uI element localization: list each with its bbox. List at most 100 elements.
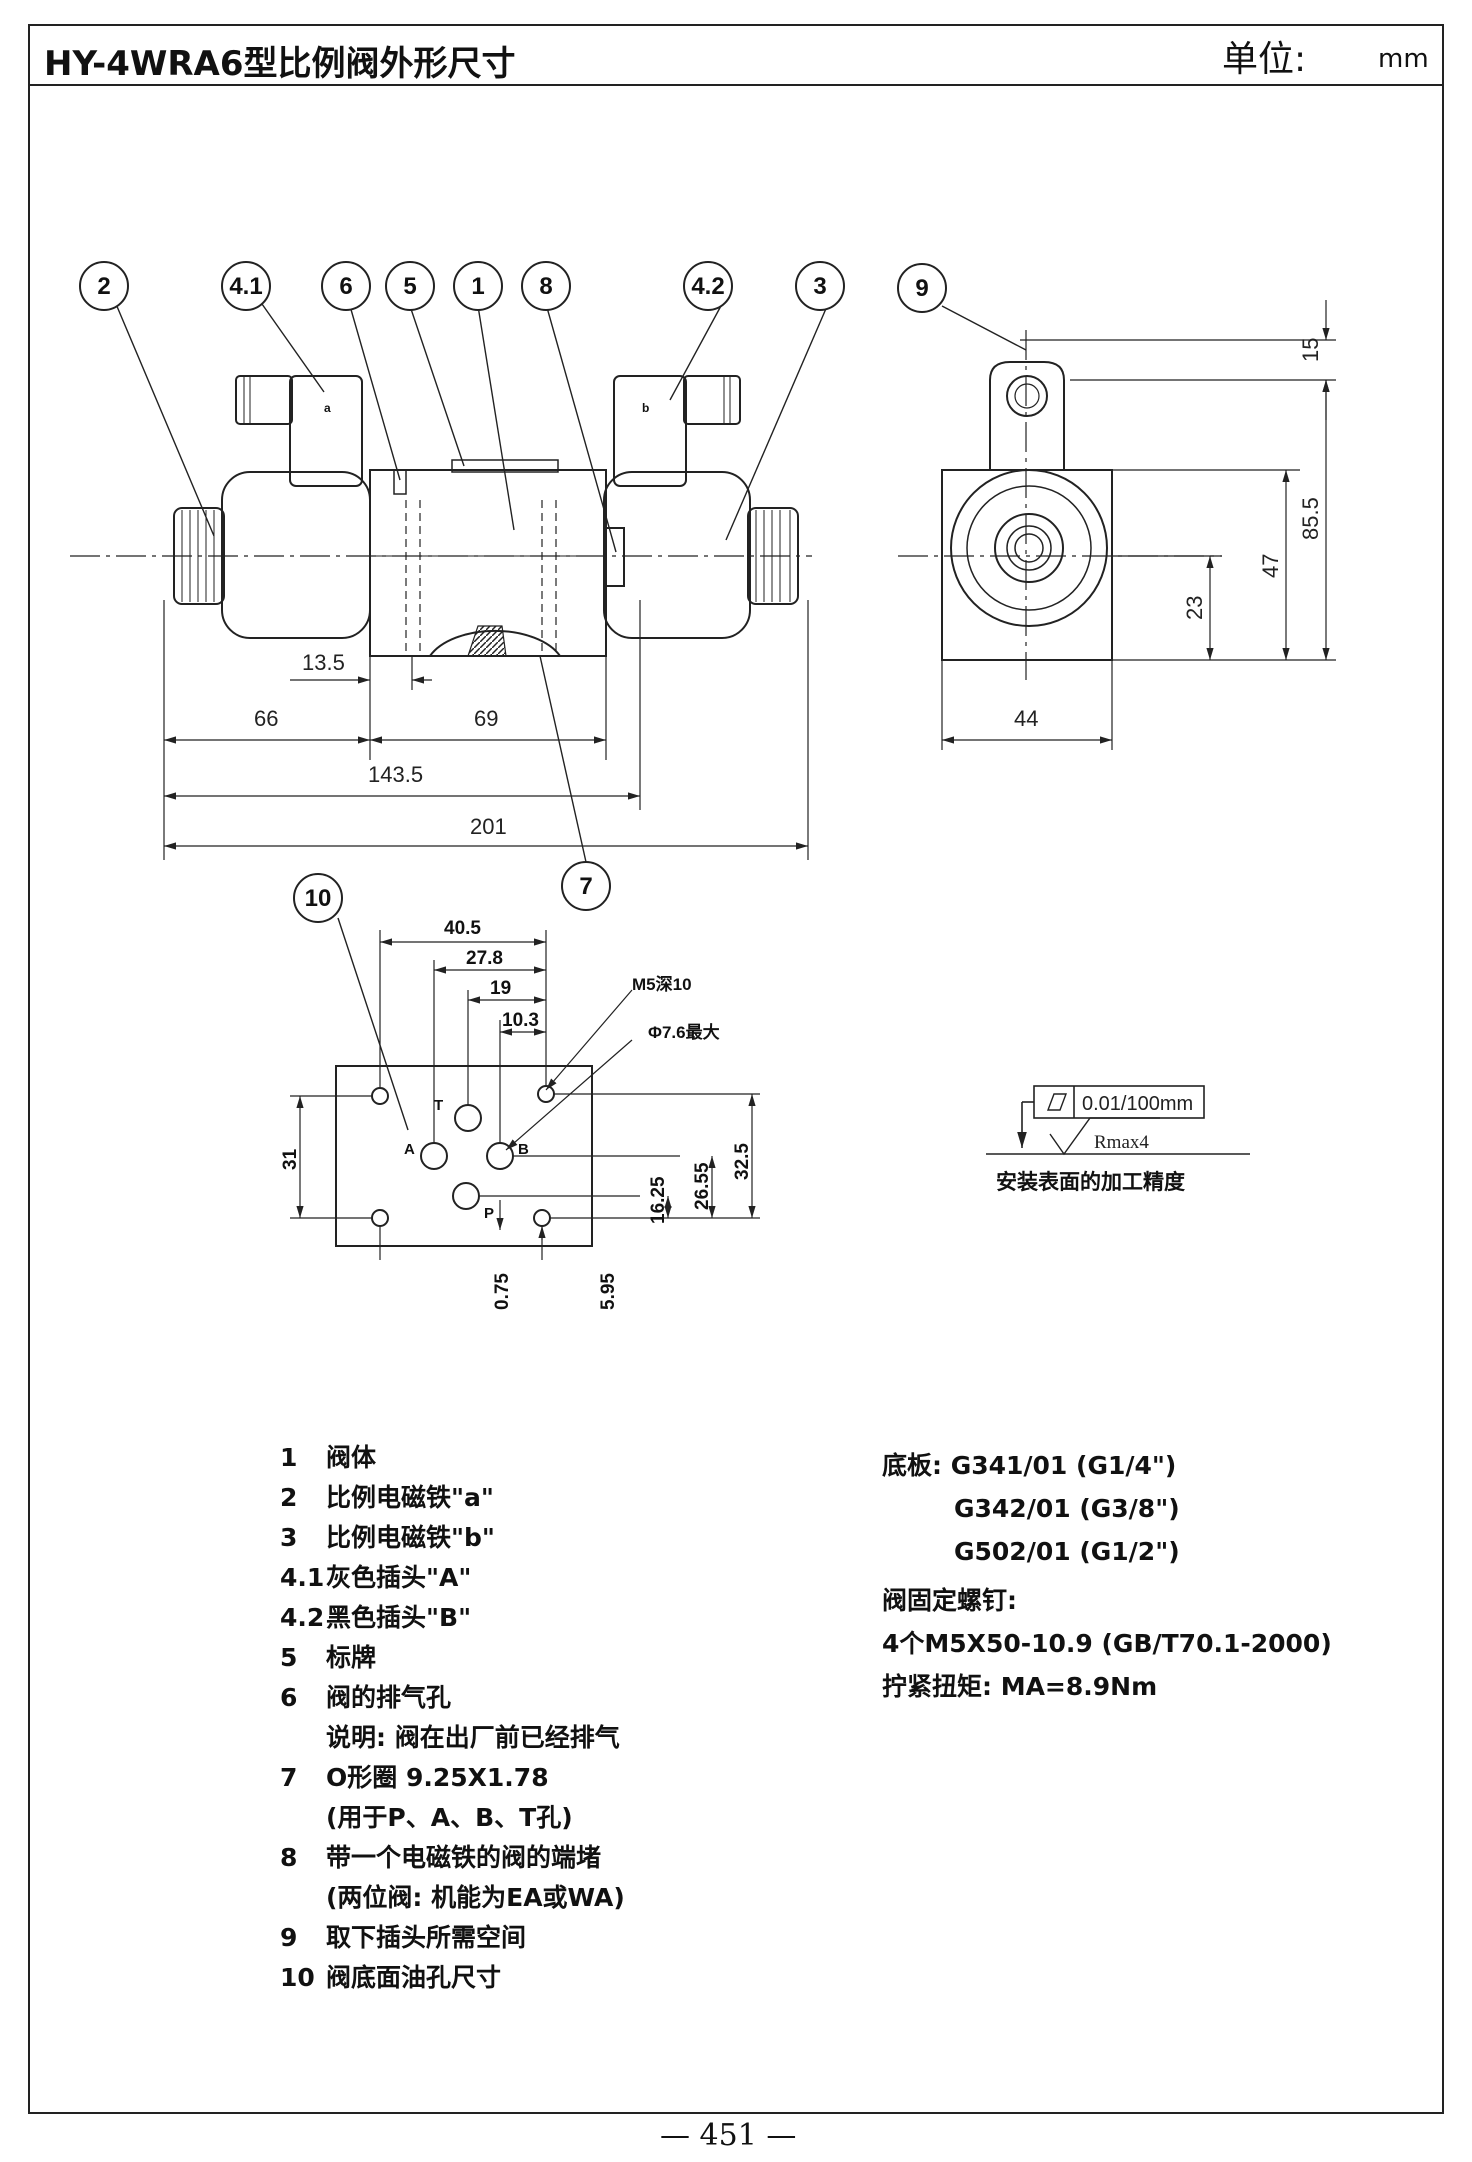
- dim-15: 15: [1298, 338, 1323, 362]
- svg-text:1: 1: [471, 273, 484, 300]
- dim-13-5: 13.5: [302, 650, 345, 675]
- port-p-hole: [452, 1182, 480, 1210]
- m5-note: M5深10: [632, 974, 692, 994]
- base-plate-line-3: G502/01 (G1/2"): [954, 1537, 1180, 1566]
- port-p-label: P: [484, 1205, 494, 1222]
- svg-text:10: 10: [305, 885, 332, 912]
- flatness-value: 0.01/100mm: [1082, 1093, 1193, 1115]
- dim-31: 31: [280, 1148, 301, 1170]
- dim-85-5: 85.5: [1298, 497, 1323, 540]
- end-plug: [605, 527, 625, 587]
- balloon-2: 2: [79, 261, 129, 311]
- legend-row: (用于P、A、B、T孔): [326, 1803, 573, 1832]
- legend-row: 说明: 阀在出厂前已经排气: [326, 1723, 620, 1752]
- port-t-label: T: [434, 1097, 443, 1114]
- side-view-dimensions: 15 85.5 47 23 44: [1014, 338, 1323, 731]
- screws-label: 阀固定螺钉:: [882, 1586, 1017, 1615]
- dim-44: 44: [1014, 706, 1038, 731]
- vent-plug: [393, 469, 407, 495]
- bolt-hole-tr: [537, 1085, 555, 1103]
- unit-label: 单位:: [1222, 39, 1307, 80]
- balloon-3: 3: [795, 261, 845, 311]
- left-manual-override-nut: [173, 507, 225, 605]
- port-t-hole: [454, 1104, 482, 1132]
- svg-text:9: 9: [915, 275, 928, 302]
- svg-text:2: 2: [97, 273, 110, 300]
- dim-143-5: 143.5: [368, 762, 423, 787]
- tightening-torque: 拧紧扭矩: MA=8.9Nm: [882, 1672, 1158, 1701]
- balloon-1: 1: [453, 261, 503, 311]
- svg-text:5: 5: [403, 273, 416, 300]
- mounting-pattern: [290, 930, 760, 1260]
- dim-40-5: 40.5: [444, 918, 481, 939]
- coil-outer: [950, 469, 1108, 627]
- solenoid-b-mark: b: [642, 401, 649, 415]
- connector-a: [235, 375, 363, 487]
- dim-19: 19: [490, 978, 511, 999]
- dim-23: 23: [1182, 596, 1207, 620]
- right-manual-override-nut: [747, 507, 799, 605]
- port-a-hole: [420, 1142, 448, 1170]
- front-view: [70, 375, 812, 860]
- mounting-dimensions: 40.5 27.8 19 10.3 M5深10 Φ7.6最大 31 32.5 2…: [280, 918, 753, 1310]
- screws-spec: 4个M5X50-10.9 (GB/T70.1-2000): [882, 1629, 1332, 1658]
- base-plate-line-1: 底板: G341/01 (G1/4"): [882, 1451, 1177, 1480]
- solenoid-a-mark: a: [324, 401, 331, 415]
- balloon-9: 9: [897, 263, 947, 313]
- page-title: HY-4WRA6型比例阀外形尺寸: [44, 44, 516, 84]
- balloon-4-2: 4.2: [683, 261, 733, 311]
- svg-text:3: 3: [813, 273, 826, 300]
- roughness-value: Rmax4: [1094, 1132, 1149, 1153]
- balloon-5: 5: [385, 261, 435, 311]
- balloon-6: 6: [321, 261, 371, 311]
- bolt-hole-bl: [371, 1209, 389, 1227]
- dim-27-8: 27.8: [466, 948, 503, 969]
- bolt-hole-tl: [371, 1087, 389, 1105]
- page-number: — 451 —: [660, 2118, 797, 2153]
- dim-26-55: 26.55: [692, 1162, 713, 1210]
- side-connector: [989, 361, 1065, 470]
- svg-text:4.2: 4.2: [691, 273, 724, 300]
- balloon-8: 8: [521, 261, 571, 311]
- balloon-4-1: 4.1: [221, 261, 271, 311]
- connector-b: [613, 375, 741, 487]
- o-ring-section: [467, 625, 507, 657]
- balloons: 2 4.1 6 5 1 8 4.2 3 9 7 10: [79, 261, 947, 923]
- dim-47: 47: [1258, 554, 1283, 578]
- bolt-hole-br: [533, 1209, 551, 1227]
- svg-text:7: 7: [579, 873, 592, 900]
- surface-finish-caption: 安装表面的加工精度: [996, 1170, 1185, 1194]
- drawing-frame: [28, 24, 1444, 2114]
- front-view-dimensions: 13.5 66 69 143.5 201 a b: [254, 401, 649, 839]
- dim-66: 66: [254, 706, 278, 731]
- dim-10-3: 10.3: [502, 1010, 539, 1031]
- balloon-7: 7: [561, 861, 611, 911]
- mounting-notes: 底板: G341/01 (G1/4") G342/01 (G3/8") G502…: [882, 1444, 1332, 1708]
- dim-0-75: 0.75: [492, 1273, 513, 1310]
- connector-screw: [1006, 375, 1048, 417]
- svg-text:4.1: 4.1: [229, 273, 262, 300]
- base-plate-line-2: G342/01 (G3/8"): [954, 1494, 1180, 1523]
- dim-69: 69: [474, 706, 498, 731]
- legend-row: (两位阀: 机能为EA或WA): [326, 1883, 625, 1912]
- solenoid-b-body: [603, 471, 751, 639]
- dim-5-95: 5.95: [598, 1273, 619, 1310]
- phi-note: Φ7.6最大: [648, 1022, 720, 1042]
- unit-value: mm: [1378, 44, 1429, 74]
- port-a-label: A: [404, 1141, 415, 1158]
- solenoid-a-body: [221, 471, 371, 639]
- roughness-icon: [1049, 1117, 1160, 1156]
- dim-16-25: 16.25: [648, 1176, 669, 1224]
